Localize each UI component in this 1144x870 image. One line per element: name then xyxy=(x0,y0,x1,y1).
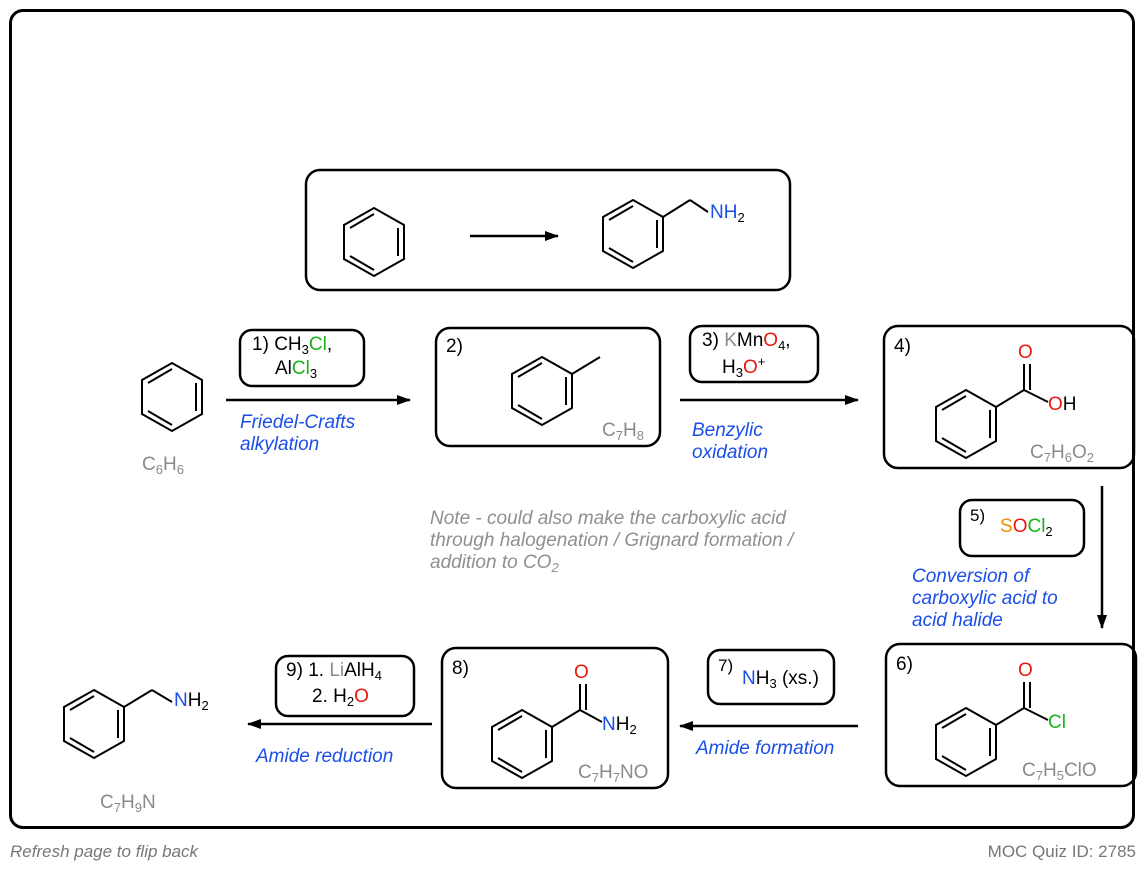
acid-chloride-structure xyxy=(935,682,1049,778)
target-box xyxy=(304,168,792,292)
step6-cl: Cl xyxy=(1048,712,1066,733)
step6-number: 6) xyxy=(896,654,913,675)
step4-oh: OH xyxy=(1048,394,1077,415)
step8-nh2: NH2 xyxy=(602,714,637,737)
step5-reagent: SOCl2 xyxy=(1000,516,1053,539)
benzoic-acid-structure xyxy=(935,364,1049,460)
step1-reagents-line2: AlCl3 xyxy=(275,358,318,381)
step5-number: 5) xyxy=(970,506,986,525)
step7-name: Amide formation xyxy=(696,738,835,759)
step4-number: 4) xyxy=(894,336,911,357)
step9-reagents-line1: 9) 1. LiAlH4 xyxy=(286,660,382,683)
target-benzene xyxy=(343,206,405,278)
final-formula: C7H9N xyxy=(100,792,156,815)
step7-reagent: NH3 (xs.) xyxy=(742,668,819,691)
step8-carbonyl-o: O xyxy=(574,662,589,683)
step4-carbonyl-o: O xyxy=(1018,342,1033,363)
step2-box xyxy=(434,326,662,448)
step9-name: Amide reduction xyxy=(256,746,394,767)
reagent-box-1 xyxy=(238,328,366,388)
start-formula: C6H6 xyxy=(142,454,184,477)
step2-number: 2) xyxy=(446,336,463,357)
target-nh2-label: NH2 xyxy=(710,202,745,225)
step8-number: 8) xyxy=(452,658,469,679)
start-benzene xyxy=(141,361,203,433)
final-nh2-label: NH2 xyxy=(174,690,209,713)
step4-box xyxy=(882,324,1136,470)
step4-formula: C7H6O2 xyxy=(1030,442,1094,465)
step3-reagents-line2: H3O+ xyxy=(722,354,766,380)
benzamide-structure xyxy=(491,684,603,780)
step6-formula: C7H5ClO xyxy=(1022,760,1097,783)
reagent-box-9 xyxy=(274,654,416,718)
step6-box xyxy=(884,642,1138,788)
alternative-route-note: Note - could also make the carboxylic ac… xyxy=(430,508,794,575)
reagent-box-3 xyxy=(688,324,820,384)
step1-reagents-line1: 1) CH3Cl, xyxy=(252,334,333,357)
reagent-box-7 xyxy=(706,648,836,706)
step7-number: 7) xyxy=(718,656,734,675)
quiz-id: MOC Quiz ID: 2785 xyxy=(987,842,1136,861)
target-benzylamine xyxy=(602,198,709,270)
step6-carbonyl-o: O xyxy=(1018,660,1033,681)
toluene-structure xyxy=(511,355,601,427)
final-benzylamine xyxy=(63,688,173,760)
step9-reagents-line2: 2. H2O xyxy=(312,686,369,709)
step8-box xyxy=(440,646,670,790)
refresh-hint: Refresh page to flip back xyxy=(10,842,199,861)
step2-formula: C7H8 xyxy=(602,420,644,443)
step8-formula: C7H7NO xyxy=(578,762,649,785)
step3-reagents-line1: 3) KMnO4, xyxy=(702,330,791,353)
reagent-box-5 xyxy=(958,498,1086,558)
